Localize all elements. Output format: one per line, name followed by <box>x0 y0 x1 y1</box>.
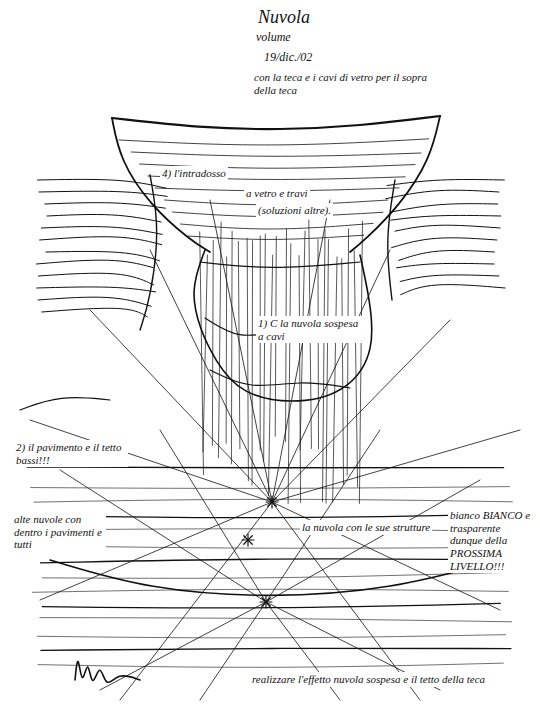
pen-stroke <box>41 648 511 650</box>
handwritten-note: realizzare l'effetto nuvola sospesa e il… <box>250 672 487 687</box>
pen-stroke <box>262 598 270 606</box>
pen-stroke <box>42 308 148 317</box>
pen-stroke <box>47 214 161 221</box>
pen-stroke <box>401 285 505 295</box>
handwritten-note: 2) il pavimento e il tetto bassi!!! <box>14 440 128 467</box>
pen-stroke <box>395 225 500 231</box>
handwritten-note: con la teca e i cavi di vetro per il sop… <box>252 70 436 97</box>
pen-stroke <box>326 240 328 503</box>
pen-stroke <box>38 179 167 188</box>
pen-stroke <box>119 139 429 145</box>
pen-stroke <box>31 487 510 489</box>
handwritten-note: 4) l'intradosso <box>160 166 228 181</box>
pen-stroke <box>37 287 156 292</box>
handwritten-note: alte nuvole con dentro i pavimenti e tut… <box>12 512 106 552</box>
pen-stroke <box>210 200 272 502</box>
handwritten-note: Nuvola <box>256 6 312 29</box>
pen-stroke <box>37 635 505 638</box>
handwritten-note: volume <box>254 30 293 46</box>
pen-stroke <box>397 263 495 267</box>
pen-stroke <box>333 257 337 502</box>
pen-stroke <box>231 231 233 464</box>
pen-stroke <box>247 238 248 480</box>
pen-stroke <box>359 221 362 503</box>
pen-stroke <box>75 661 140 682</box>
handwritten-note: la nuvola con le sue strutture <box>300 520 432 535</box>
pen-stroke <box>120 502 272 700</box>
pen-stroke <box>38 546 509 548</box>
handwritten-note: a vetro e travi <box>244 186 310 201</box>
handwritten-note: 1) C la nuvola sospesa a cavi <box>256 316 365 343</box>
pen-stroke <box>264 234 266 461</box>
pen-stroke <box>50 560 500 595</box>
pen-stroke <box>131 152 421 156</box>
pen-stroke <box>388 180 395 300</box>
pen-stroke <box>40 237 162 245</box>
pen-stroke <box>41 559 504 563</box>
pen-stroke <box>90 310 272 502</box>
pen-stroke <box>38 514 503 517</box>
pen-stroke <box>218 222 221 457</box>
pen-stroke <box>244 536 252 544</box>
pen-stroke <box>46 251 160 260</box>
pen-stroke <box>387 180 504 186</box>
pen-stroke <box>272 320 450 502</box>
pen-stroke <box>160 430 266 602</box>
pen-stroke <box>38 297 151 306</box>
pen-stroke <box>392 238 497 248</box>
pen-stroke <box>317 240 319 449</box>
pen-stroke <box>20 398 110 410</box>
pen-stroke <box>272 200 330 502</box>
pen-stroke <box>38 273 153 285</box>
pen-stroke <box>42 603 500 607</box>
pen-stroke <box>36 260 152 267</box>
pen-stroke <box>322 229 325 501</box>
pen-stroke <box>252 241 253 485</box>
pen-strokes <box>20 116 520 700</box>
pen-stroke <box>268 498 276 506</box>
pen-stroke <box>354 251 357 487</box>
pen-stroke <box>347 229 348 475</box>
handwritten-note: (soluzioni altre). <box>256 203 333 218</box>
pen-stroke <box>112 118 210 252</box>
pen-stroke <box>112 116 440 129</box>
pen-stroke <box>399 250 495 260</box>
pen-stroke <box>140 175 157 330</box>
pen-stroke <box>45 203 166 209</box>
pen-stroke <box>180 223 373 229</box>
pen-stroke <box>38 663 503 667</box>
pen-stroke <box>272 250 390 502</box>
pen-stroke <box>391 215 501 220</box>
pen-stroke <box>100 602 266 690</box>
handwritten-note: 19/dic./02 <box>262 50 314 66</box>
pen-stroke <box>39 191 167 196</box>
pen-stroke <box>32 589 508 592</box>
pen-stroke <box>342 259 344 485</box>
pen-stroke <box>299 256 301 503</box>
pen-stroke <box>226 257 228 443</box>
pen-stroke <box>203 255 207 452</box>
pen-stroke <box>268 255 272 495</box>
pen-stroke <box>212 240 214 445</box>
pen-stroke <box>41 227 162 235</box>
pen-stroke <box>390 204 498 213</box>
pen-stroke <box>400 275 499 282</box>
pen-stroke <box>386 190 499 198</box>
pen-stroke <box>150 250 272 502</box>
handwritten-note: bianco BIANCO e trasparente dunque della… <box>448 508 536 573</box>
pen-stroke <box>40 618 512 622</box>
pen-stroke <box>272 430 520 502</box>
pen-stroke <box>210 370 350 388</box>
